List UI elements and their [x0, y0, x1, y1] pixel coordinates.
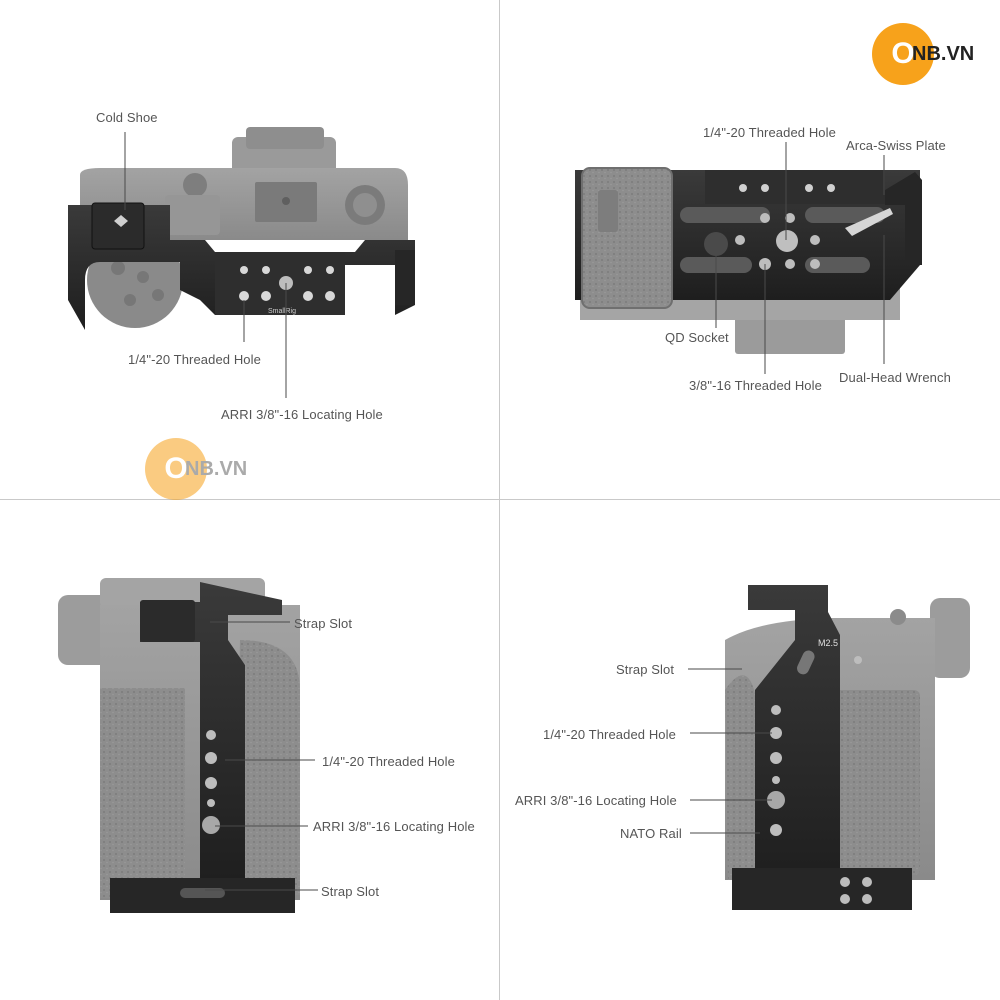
label-strap-slot: Strap Slot — [616, 662, 675, 677]
label-arri-locating-hole: ARRI 3/8"-16 Locating Hole — [313, 819, 475, 834]
smallrig-engraving: SmallRig — [268, 308, 296, 315]
top-right-callouts — [715, 142, 885, 374]
label-dual-head-wrench: Dual-Head Wrench — [839, 370, 951, 385]
label-arca-swiss-plate: Arca-Swiss Plate — [846, 138, 946, 153]
logo-circle: O — [872, 23, 934, 85]
label-threaded-hole: 1/4"-20 Threaded Hole — [322, 754, 455, 769]
brand-logo: O NB.VN — [872, 23, 974, 85]
top-view-illustration — [68, 127, 415, 330]
m25-engraving: M2.5 — [818, 638, 838, 648]
label-threaded-hole: 1/4"-20 Threaded Hole — [128, 352, 261, 367]
label-arri-locating-hole: ARRI 3/8"-16 Locating Hole — [221, 407, 383, 422]
label-cold-shoe: Cold Shoe — [96, 110, 158, 125]
vertical-divider — [499, 0, 500, 1000]
brand-logo-watermark: O NB.VN — [145, 438, 247, 500]
label-arri-locating-hole: ARRI 3/8"-16 Locating Hole — [515, 793, 677, 808]
bottom-view-illustration — [575, 167, 922, 354]
logo-circle: O — [145, 438, 207, 500]
bottom-right-callouts — [688, 668, 772, 834]
label-strap-slot: Strap Slot — [294, 616, 353, 631]
left-side-illustration — [58, 578, 300, 913]
logo-text: NB.VN — [912, 42, 975, 65]
label-threaded-hole: 1/4"-20 Threaded Hole — [703, 125, 836, 140]
bottom-left-callouts — [205, 621, 318, 891]
label-strap-slot: Strap Slot — [321, 884, 380, 899]
top-left-callouts — [124, 132, 287, 398]
label-nato-rail: NATO Rail — [620, 826, 682, 841]
label-qd-socket: QD Socket — [665, 330, 729, 345]
logo-text: NB.VN — [185, 457, 248, 480]
right-side-illustration — [725, 585, 970, 910]
horizontal-divider — [0, 499, 1000, 500]
label-threaded-hole-38: 3/8"-16 Threaded Hole — [689, 378, 822, 393]
label-threaded-hole: 1/4"-20 Threaded Hole — [543, 727, 676, 742]
